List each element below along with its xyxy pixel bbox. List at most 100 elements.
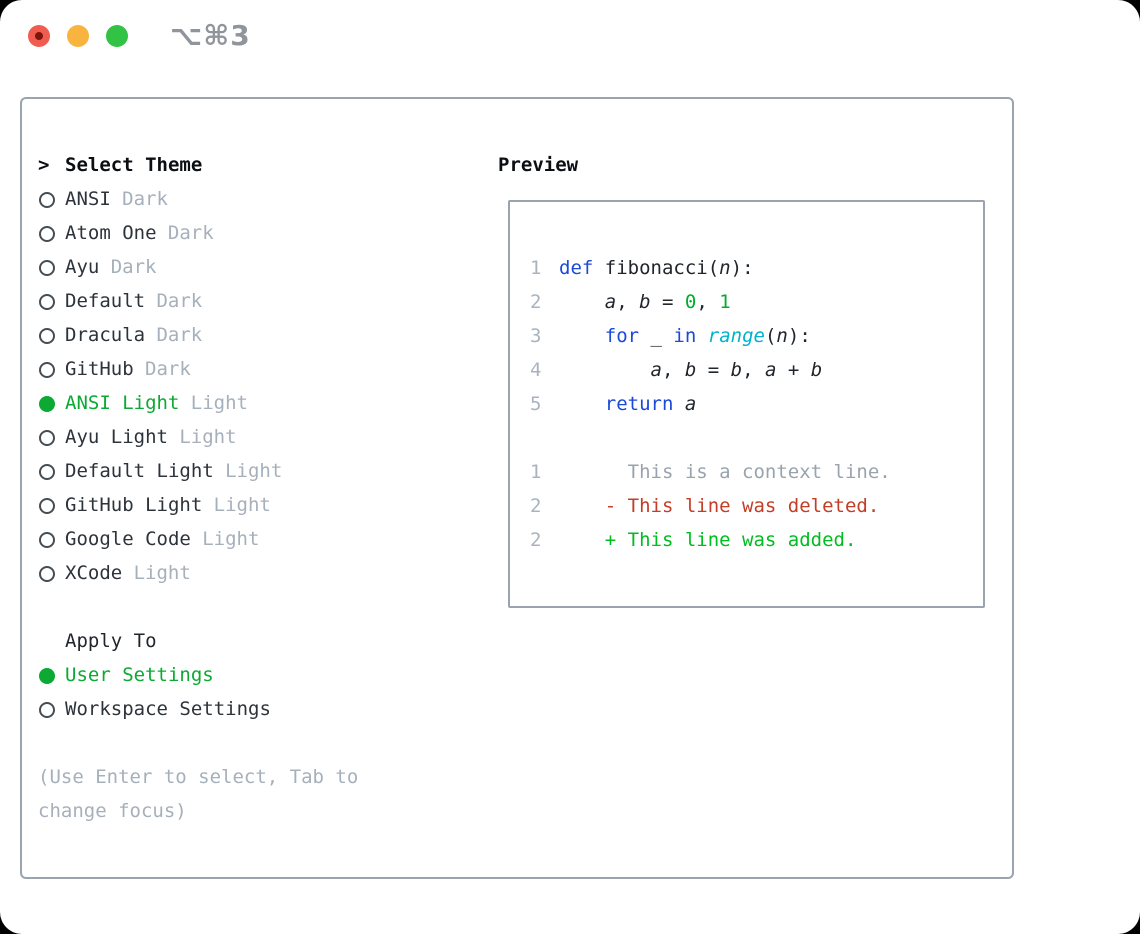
theme-variant-tag: Light	[179, 426, 237, 448]
token: (	[764, 325, 777, 347]
radio-icon[interactable]	[38, 488, 65, 522]
prompt-icon: >	[38, 154, 50, 176]
line-number: 2	[530, 495, 542, 517]
theme-variant-tag: Light	[202, 528, 260, 550]
theme-name: GitHub	[65, 358, 134, 380]
radio-marker[interactable]	[38, 692, 65, 726]
line-number: 5	[530, 393, 542, 415]
radio-icon[interactable]	[38, 318, 65, 352]
theme-variant-tag: Dark	[156, 290, 203, 312]
theme-variant-tag: Dark	[122, 188, 168, 210]
token: n	[719, 257, 731, 279]
line-number: 4	[530, 359, 542, 381]
token: ,	[661, 359, 685, 381]
minimize-button[interactable]	[67, 25, 89, 47]
theme-name: ANSI Light	[65, 392, 180, 414]
radio-icon[interactable]	[38, 420, 65, 454]
close-button[interactable]	[28, 25, 50, 47]
token	[696, 319, 707, 353]
close-dot-icon	[35, 32, 43, 40]
theme-variant-tag: Light	[133, 562, 191, 584]
theme-name: GitHub Light	[65, 494, 203, 516]
code-line	[530, 421, 983, 455]
theme-option-default-light[interactable]: Default Light Light	[38, 454, 478, 488]
theme-variant-tag: Light	[225, 460, 283, 482]
token: def	[559, 257, 594, 279]
theme-option-ayu-light[interactable]: Ayu Light Light	[38, 420, 478, 454]
line-number	[530, 421, 559, 455]
radio-icon[interactable]	[38, 522, 65, 556]
spacer	[38, 726, 478, 760]
code-line: 4 a, b = b, a + b	[530, 353, 983, 387]
radio-icon[interactable]	[38, 352, 65, 386]
radio-marker[interactable]	[38, 658, 65, 692]
radio-icon[interactable]	[38, 454, 65, 488]
radio-empty-icon	[39, 498, 55, 514]
radio-empty-icon	[39, 430, 55, 446]
diff-line: 1 This is a context line.	[530, 455, 983, 489]
token: - This line was deleted.	[559, 495, 880, 517]
zoom-button[interactable]	[106, 25, 128, 47]
token: fibonacci(	[593, 257, 720, 279]
apply-option-user-settings[interactable]: User Settings	[38, 658, 478, 692]
theme-option-ansi[interactable]: ANSI Dark	[38, 182, 478, 216]
radio-empty-icon	[39, 294, 55, 310]
theme-name: Ayu Light	[65, 426, 168, 448]
radio-icon[interactable]	[38, 284, 65, 318]
marker-blank	[38, 624, 65, 658]
token: b	[730, 359, 743, 381]
theme-name: ANSI	[65, 188, 111, 210]
radio-empty-icon	[39, 566, 55, 582]
radio-icon[interactable]	[38, 250, 65, 284]
token: + This line was added.	[559, 529, 857, 551]
diff-line: 2 - This line was deleted.	[530, 489, 983, 523]
token: ,	[616, 291, 640, 313]
theme-variant-tag: Dark	[156, 324, 203, 346]
radio-empty-icon	[39, 192, 55, 208]
token: b	[684, 359, 697, 381]
token: a	[650, 359, 662, 381]
radio-icon[interactable]	[38, 216, 65, 250]
token	[559, 285, 605, 319]
theme-name: Default Light	[65, 460, 214, 482]
token: n	[776, 325, 788, 347]
token: b	[639, 291, 651, 313]
select-theme-header: > Select Theme	[38, 148, 478, 182]
radio-selected-icon[interactable]	[38, 386, 65, 420]
spacer	[38, 590, 478, 624]
radio-icon[interactable]	[38, 556, 65, 590]
token: a	[604, 291, 617, 313]
line-number: 2	[530, 529, 542, 551]
diff-line: 2 + This line was added.	[530, 523, 983, 557]
apply-option-workspace-settings[interactable]: Workspace Settings	[38, 692, 478, 726]
theme-name: Google Code	[65, 528, 191, 550]
token	[559, 387, 605, 421]
window-title: ⌥⌘3	[170, 19, 251, 52]
token: =	[696, 359, 731, 381]
token: This is a context line.	[559, 461, 891, 483]
theme-variant-tag: Dark	[167, 222, 214, 244]
theme-option-google-code[interactable]: Google Code Light	[38, 522, 478, 556]
code-line: 5 return a	[530, 387, 983, 421]
theme-name: Atom One	[65, 222, 157, 244]
apply-to-header: Apply To	[38, 624, 478, 658]
radio-filled-icon	[39, 668, 55, 684]
radio-empty-icon	[39, 328, 55, 344]
radio-icon[interactable]	[38, 182, 65, 216]
theme-option-atom-one[interactable]: Atom One Dark	[38, 216, 478, 250]
radio-empty-icon	[39, 464, 55, 480]
token	[559, 353, 651, 387]
